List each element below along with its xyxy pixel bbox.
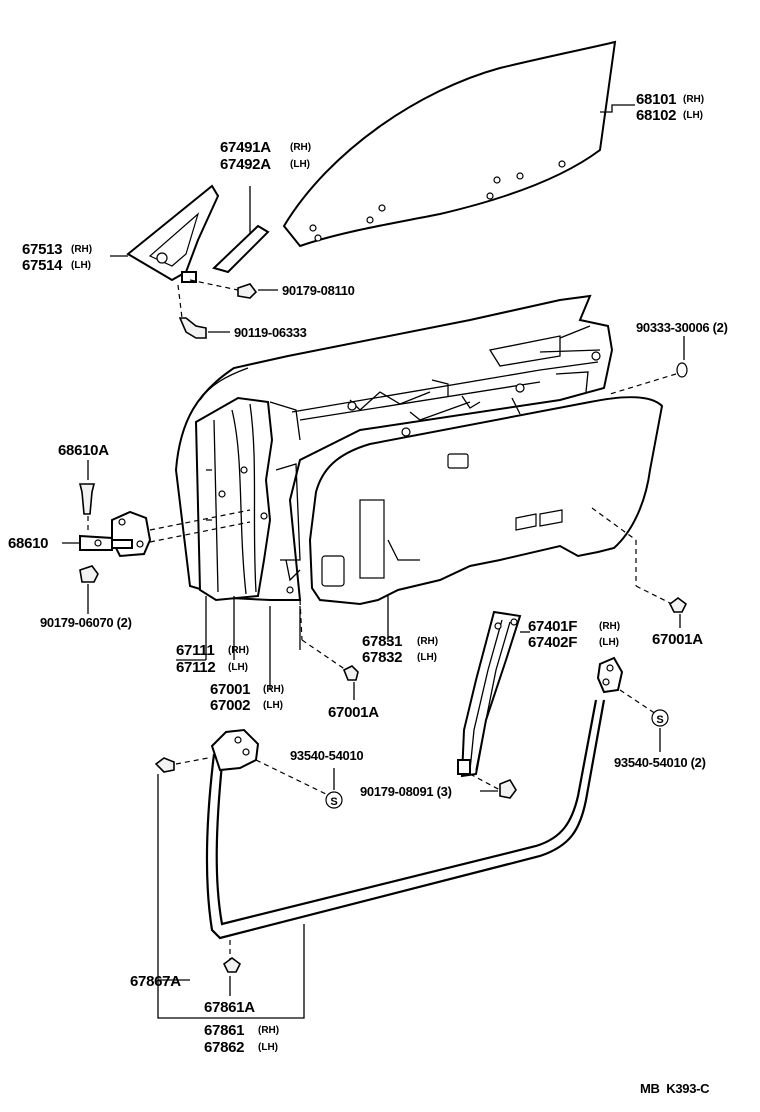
- svg-text:(LH): (LH): [290, 159, 310, 170]
- label-screw-right: 93540-54010 (2): [614, 755, 706, 770]
- svg-text:67401F: 67401F: [528, 618, 577, 635]
- svg-text:(RH): (RH): [263, 684, 284, 695]
- svg-text:(LH): (LH): [228, 662, 248, 673]
- label-trim-board: 67831 (RH) 67832 (LH): [362, 633, 438, 666]
- hinge-icon[interactable]: [79, 510, 152, 558]
- label-glass: 68101 (RH) 68102 (LH): [636, 91, 704, 124]
- label-weatherstrip: 67861 (RH) 67862 (LH): [204, 1022, 279, 1056]
- svg-text:(LH): (LH): [599, 637, 619, 648]
- svg-text:(LH): (LH): [258, 1042, 278, 1053]
- quarter-glass[interactable]: [212, 224, 270, 274]
- channel-nut-icon[interactable]: [499, 779, 517, 799]
- svg-text:(RH): (RH): [683, 94, 704, 105]
- hinge-pin-icon[interactable]: [78, 483, 96, 515]
- svg-text:67002: 67002: [210, 697, 250, 714]
- label-door-assy: 67001 (RH) 67002 (LH): [210, 681, 284, 714]
- svg-text:67111: 67111: [176, 642, 215, 659]
- diagram-code: MB K393-C: [640, 1081, 710, 1096]
- svg-text:(LH): (LH): [417, 652, 437, 663]
- svg-text:(LH): (LH): [683, 110, 703, 121]
- label-mirror-base: 67513 (RH) 67514 (LH): [22, 241, 92, 274]
- svg-text:67831: 67831: [362, 633, 402, 650]
- svg-text:67861: 67861: [204, 1022, 244, 1039]
- label-door-panel: 67111 (RH) 67112 (LH): [176, 642, 249, 676]
- svg-text:S: S: [656, 714, 663, 726]
- label-quarter-glass: 67491A (RH) 67492A (LH): [220, 139, 311, 173]
- svg-text:67112: 67112: [176, 659, 215, 676]
- bolt-icon[interactable]: [178, 317, 207, 339]
- svg-text:68102: 68102: [636, 107, 676, 124]
- clip-right-icon[interactable]: [668, 597, 688, 613]
- label-weatherstrip-clip: 67867A: [130, 973, 181, 990]
- nut-upper-icon[interactable]: [237, 283, 258, 299]
- mirror-base[interactable]: [126, 184, 220, 283]
- svg-text:67492A: 67492A: [220, 156, 271, 173]
- svg-text:67514: 67514: [22, 257, 63, 274]
- label-channel-nut: 90179-08091 (3): [360, 784, 452, 799]
- clip-center-icon[interactable]: [342, 665, 359, 681]
- run-channel[interactable]: [457, 610, 522, 778]
- screw-left-icon[interactable]: S: [325, 791, 343, 809]
- svg-text:(RH): (RH): [290, 142, 311, 153]
- svg-text:(RH): (RH): [71, 244, 92, 255]
- svg-text:(RH): (RH): [417, 636, 438, 647]
- svg-text:67513: 67513: [22, 241, 62, 258]
- screw-right-icon[interactable]: S: [651, 709, 669, 727]
- label-hinge-pin: 68610A: [58, 442, 109, 459]
- svg-text:S: S: [330, 796, 337, 808]
- label-weatherstrip-clip2: 67861A: [204, 999, 255, 1016]
- label-hinge: 68610: [8, 535, 48, 552]
- svg-text:(RH): (RH): [258, 1025, 279, 1036]
- label-screw-left: 93540-54010: [290, 748, 363, 763]
- svg-text:(RH): (RH): [228, 645, 249, 656]
- label-nut-upper: 90179-08110: [282, 283, 355, 298]
- svg-text:67402F: 67402F: [528, 634, 577, 651]
- door-glass[interactable]: [282, 40, 617, 248]
- svg-text:67491A: 67491A: [220, 139, 271, 156]
- door-inner-panel[interactable]: [194, 396, 301, 602]
- door-trim-board[interactable]: [308, 396, 664, 606]
- label-hole-plug: 90333-30006 (2): [636, 320, 728, 335]
- weatherstrip[interactable]: [205, 656, 624, 940]
- hinge-nut-icon[interactable]: [79, 565, 99, 583]
- weatherstrip-clip-icon[interactable]: [154, 757, 175, 773]
- label-clip-right: 67001A: [652, 631, 703, 648]
- door-shell[interactable]: [174, 294, 614, 601]
- hole-plug-icon[interactable]: [676, 362, 688, 378]
- label-run-channel: 67401F (RH) 67402F (LH): [528, 618, 620, 651]
- svg-text:67001: 67001: [210, 681, 250, 698]
- weatherstrip-clip2-icon[interactable]: [222, 957, 242, 973]
- svg-text:(LH): (LH): [263, 700, 283, 711]
- svg-text:67832: 67832: [362, 649, 402, 666]
- label-hinge-nut: 90179-06070 (2): [40, 615, 132, 630]
- svg-text:68101: 68101: [636, 91, 676, 108]
- svg-text:(RH): (RH): [599, 621, 620, 632]
- label-clip-center: 67001A: [328, 704, 379, 721]
- label-bolt: 90119-06333: [234, 325, 307, 340]
- svg-text:(LH): (LH): [71, 260, 91, 271]
- svg-text:67862: 67862: [204, 1039, 244, 1056]
